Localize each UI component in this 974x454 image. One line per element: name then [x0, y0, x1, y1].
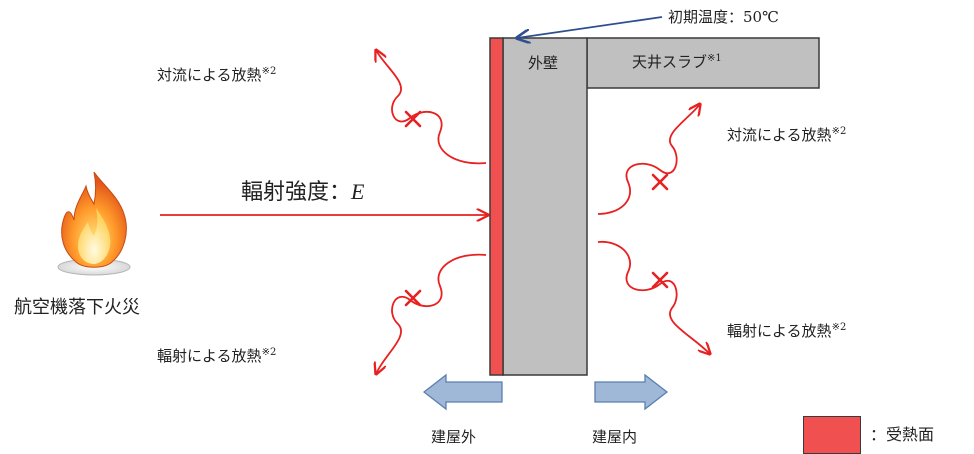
ceiling-slab-label: 天井スラブ※1	[632, 53, 722, 74]
convection-right-note: ※2	[831, 126, 847, 137]
inside-text: 建屋内	[592, 428, 638, 446]
outer-wall-text: 外壁	[528, 54, 559, 72]
outer-wall	[502, 37, 588, 376]
radiation-left-label: 輻射による放熱※2	[157, 347, 276, 368]
radiation-right-label: 輻射による放熱※2	[727, 322, 846, 343]
convection-left-label: 対流による放熱※2	[157, 66, 276, 87]
outside-label: 建屋外	[431, 428, 476, 446]
radiation-left-text: 輻射による放熱	[157, 347, 262, 365]
legend-heated-surface-text: ：受熱面	[870, 425, 935, 444]
convection-left-wave-arrow	[376, 50, 487, 165]
fire-source-text: 航空機落下火災	[14, 297, 140, 318]
initial-temp-label: 初期温度：50℃	[668, 8, 779, 26]
convection-right-label: 対流による放熱※2	[727, 126, 846, 147]
convection-left-text: 対流による放熱	[157, 66, 262, 84]
initial-temp-text: 初期温度：50℃	[668, 8, 779, 26]
fire-source-label: 航空機落下火災	[14, 297, 140, 319]
legend-heated-surface-label: ：受熱面	[870, 426, 934, 444]
radiation-left-note: ※2	[261, 347, 277, 358]
radiation-intensity-label: 輻射強度：E	[241, 179, 364, 206]
heated-surface	[489, 37, 504, 376]
legend-heated-surface-swatch	[803, 416, 861, 454]
outer-wall-label: 外壁	[528, 54, 558, 72]
convection-right-text: 対流による放熱	[727, 126, 832, 144]
cross-mark	[404, 110, 422, 128]
ceiling-slab-note: ※1	[707, 53, 722, 64]
ceiling-slab-text: 天井スラブ	[632, 53, 708, 71]
radiation-intensity-symbol: E	[351, 179, 365, 204]
cross-mark	[404, 289, 422, 307]
radiation-left-wave-arrow	[376, 253, 487, 374]
outside-text: 建屋外	[431, 428, 477, 446]
inside-label: 建屋内	[592, 428, 637, 446]
convection-left-note: ※2	[261, 66, 277, 77]
radiation-right-wave-arrow	[597, 241, 710, 354]
initial-temp-pointer-arrow	[517, 16, 663, 38]
fire-icon	[57, 171, 131, 276]
cross-mark	[651, 173, 669, 191]
radiation-right-note: ※2	[831, 322, 847, 333]
cross-mark	[651, 271, 669, 289]
radiation-right-text: 輻射による放熱	[727, 322, 832, 340]
radiation-intensity-text: 輻射強度：	[241, 180, 352, 205]
outside-direction-arrow	[422, 373, 503, 411]
inside-direction-arrow	[594, 373, 669, 411]
ceiling-slab	[586, 37, 820, 89]
convection-right-wave-arrow	[597, 104, 700, 215]
